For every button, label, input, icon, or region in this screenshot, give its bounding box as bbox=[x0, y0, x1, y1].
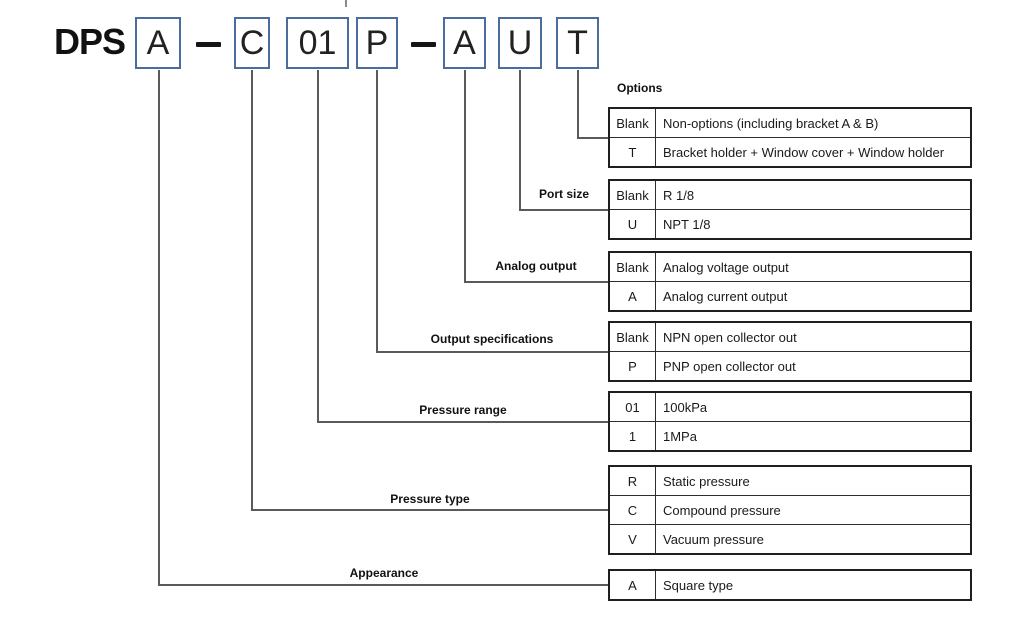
code-cell: C bbox=[610, 496, 656, 524]
table-row: A Analog current output bbox=[610, 282, 970, 310]
label-output-specifications: Output specifications bbox=[430, 332, 554, 346]
description-cell: NPT 1/8 bbox=[663, 216, 711, 232]
description-cell: Analog voltage output bbox=[663, 259, 789, 275]
code-cell: Blank bbox=[610, 253, 656, 281]
code-cell: 01 bbox=[610, 393, 656, 421]
code-dash bbox=[411, 42, 436, 47]
description-cell: Square type bbox=[663, 577, 734, 593]
label-pressure-range: Pressure range bbox=[419, 403, 507, 417]
code-cell: Blank bbox=[610, 109, 656, 137]
description-cell: Non-options (including bracket A & B) bbox=[663, 115, 879, 131]
connector-output-spec-v bbox=[376, 70, 378, 352]
label-analog-output: Analog output bbox=[495, 259, 577, 273]
connector-pressure-type-v bbox=[251, 70, 253, 510]
table-port-size: Blank R 1/8 U NPT 1/8 bbox=[608, 179, 972, 240]
code-cell: U bbox=[610, 210, 656, 238]
code-box-pressure-type: C bbox=[234, 17, 270, 69]
table-row: Blank R 1/8 bbox=[610, 181, 970, 210]
table-row: P PNP open collector out bbox=[610, 352, 970, 380]
table-row: 1 1MPa bbox=[610, 422, 970, 450]
code-cell: T bbox=[610, 138, 656, 166]
table-row: Blank NPN open collector out bbox=[610, 323, 970, 352]
code-cell: V bbox=[610, 525, 656, 553]
table-row: Blank Non-options (including bracket A &… bbox=[610, 109, 970, 138]
label-appearance: Appearance bbox=[349, 566, 419, 580]
connector-appearance-v bbox=[158, 70, 160, 585]
code-cell: Blank bbox=[610, 181, 656, 209]
connector-pressure-range-h bbox=[317, 421, 608, 423]
table-row: V Vacuum pressure bbox=[610, 525, 970, 553]
connector-analog-output-h bbox=[464, 281, 608, 283]
connector-pressure-range-v bbox=[317, 70, 319, 422]
connector-port-size-h bbox=[519, 209, 608, 211]
code-cell: A bbox=[610, 282, 656, 310]
connector-analog-output-v bbox=[464, 70, 466, 282]
code-dash bbox=[196, 42, 221, 47]
table-row: U NPT 1/8 bbox=[610, 210, 970, 238]
code-box-output-spec: P bbox=[356, 17, 398, 69]
code-box-port-size: U bbox=[498, 17, 542, 69]
description-cell: Compound pressure bbox=[663, 502, 781, 518]
connector-options-h bbox=[577, 137, 608, 139]
table-pressure-type: R Static pressure C Compound pressure V … bbox=[608, 465, 972, 555]
connector-options-v bbox=[577, 70, 579, 138]
label-pressure-type: Pressure type bbox=[390, 492, 470, 506]
table-row: C Compound pressure bbox=[610, 496, 970, 525]
connector-pressure-type-h bbox=[251, 509, 608, 511]
code-box-appearance: A bbox=[135, 17, 181, 69]
model-prefix: DPS bbox=[54, 21, 126, 62]
table-options: Blank Non-options (including bracket A &… bbox=[608, 107, 972, 168]
table-row: A Square type bbox=[610, 571, 970, 599]
description-cell: PNP open collector out bbox=[663, 358, 796, 374]
description-cell: 100kPa bbox=[663, 399, 708, 415]
description-cell: R 1/8 bbox=[663, 187, 695, 203]
table-row: T Bracket holder + Window cover + Window… bbox=[610, 138, 970, 166]
table-analog-output: Blank Analog voltage output A Analog cur… bbox=[608, 251, 972, 312]
label-port-size: Port size bbox=[538, 187, 589, 201]
description-cell: 1MPa bbox=[663, 428, 697, 444]
code-cell: A bbox=[610, 571, 656, 599]
label-options: Options bbox=[617, 81, 663, 95]
description-cell: Vacuum pressure bbox=[663, 531, 764, 547]
page-crop-tick bbox=[345, 0, 347, 7]
code-box-analog-output: A bbox=[443, 17, 486, 69]
description-cell: NPN open collector out bbox=[663, 329, 797, 345]
code-box-options: T bbox=[556, 17, 599, 69]
code-cell: R bbox=[610, 467, 656, 495]
code-box-pressure-range: 01 bbox=[286, 17, 349, 69]
code-cell: P bbox=[610, 352, 656, 380]
table-appearance: A Square type bbox=[608, 569, 972, 601]
table-output-specifications: Blank NPN open collector out P PNP open … bbox=[608, 321, 972, 382]
code-cell: 1 bbox=[610, 422, 656, 450]
code-cell: Blank bbox=[610, 323, 656, 351]
connector-port-size-v bbox=[519, 70, 521, 210]
table-row: 01 100kPa bbox=[610, 393, 970, 422]
table-pressure-range: 01 100kPa 1 1MPa bbox=[608, 391, 972, 452]
description-cell: Static pressure bbox=[663, 473, 750, 489]
table-row: R Static pressure bbox=[610, 467, 970, 496]
description-cell: Bracket holder + Window cover + Window h… bbox=[663, 144, 945, 160]
connector-appearance-h bbox=[158, 584, 608, 586]
connector-output-spec-h bbox=[376, 351, 608, 353]
description-cell: Analog current output bbox=[663, 288, 788, 304]
table-row: Blank Analog voltage output bbox=[610, 253, 970, 282]
